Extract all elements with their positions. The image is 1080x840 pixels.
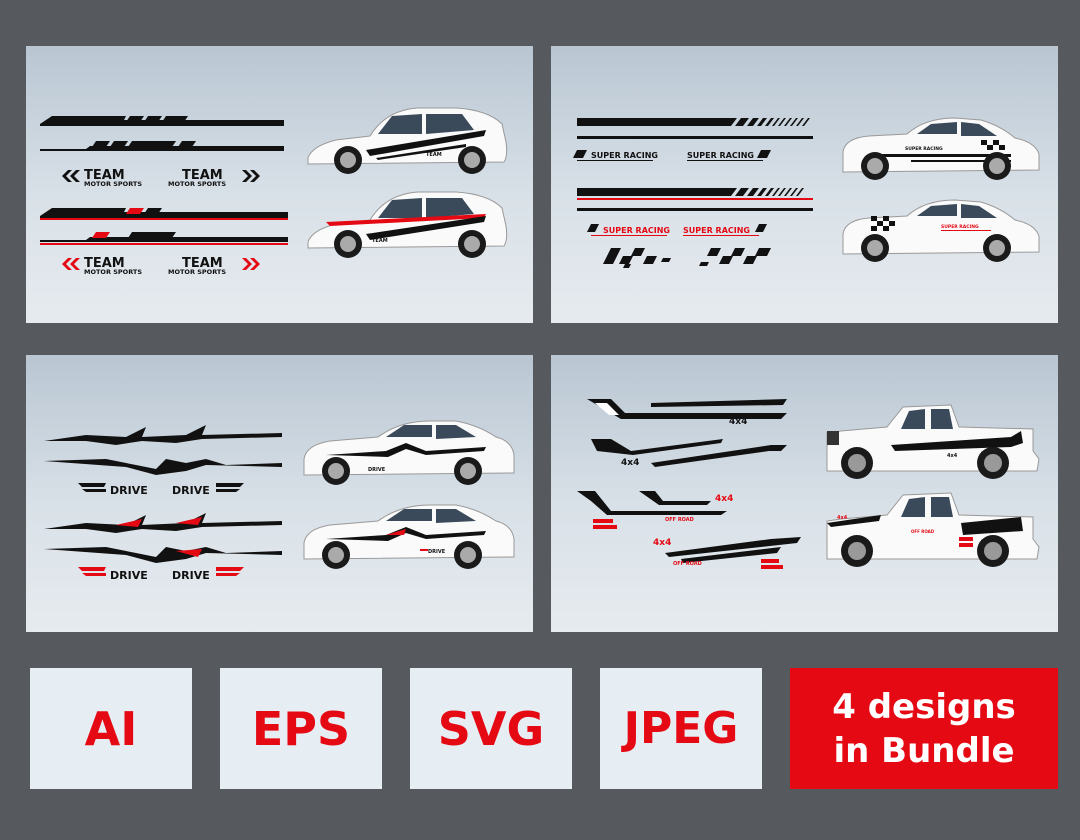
checkered-flag-right [699, 248, 771, 266]
drive-panel: DRIVE DRIVE DRIVE DRIVE DRIVE DRIVE [26, 355, 533, 632]
racing-label-black: SUPER RACING SUPER RACING [573, 150, 771, 161]
truck-offroad-label: 4x4 [947, 453, 958, 459]
bundle-label: 4 designs in Bundle [832, 686, 1016, 771]
racing-label: SUPER RACING [603, 226, 670, 235]
tribal-stripes-black [44, 425, 282, 475]
car-racing-label: SUPER RACING [941, 224, 979, 230]
team-logo-red-1: TEAM MOTOR SPORTS [62, 256, 142, 276]
team-logo-black-2: TEAM MOTOR SPORTS [168, 168, 260, 188]
sedan-car-black-decal: DRIVE [303, 420, 515, 485]
offroad-decal-artwork: 4x4 4x4 4x4 OFF ROAD 4x4 OFF ROAD 4x4 4x… [577, 399, 1040, 569]
drive-decal-artwork: DRIVE DRIVE DRIVE DRIVE DRIVE DRIVE [44, 420, 515, 582]
offroad-sublabel: OFF ROAD [673, 561, 702, 567]
racing-red-stripes [577, 188, 813, 211]
drive-logo-red: DRIVE DRIVE [78, 567, 244, 582]
offroad-stripes-red: 4x4 OFF ROAD 4x4 OFF ROAD [577, 491, 801, 569]
team-logo-black-1: TEAM MOTOR SPORTS [62, 168, 142, 188]
car-team-label: TEAM [372, 238, 388, 244]
racing-label: SUPER RACING [683, 226, 750, 235]
racing-decal-artwork: SUPER RACING SUPER RACING SUPER RACING S… [573, 117, 1040, 268]
red-stripe-set [40, 208, 288, 245]
format-card-eps: EPS [220, 668, 382, 789]
racing-black-stripes [577, 118, 813, 139]
format-card-jpeg: JPEG [600, 668, 762, 789]
car-racing-label: SUPER RACING [905, 146, 943, 152]
hatchback-car-black-decal: TEAM [307, 107, 508, 174]
car-drive-label: DRIVE [368, 467, 386, 473]
racing-label-red: SUPER RACING SUPER RACING [587, 224, 767, 236]
team-title: TEAM [84, 168, 125, 183]
car-drive-label: DRIVE [428, 549, 446, 555]
drive-logo-black: DRIVE DRIVE [78, 483, 244, 497]
offroad-label: 4x4 [653, 538, 671, 548]
offroad-stripes-black: 4x4 4x4 [587, 399, 787, 468]
pickup-truck-black-decal: 4x4 [826, 404, 1040, 479]
team-motorsports-panel: TEAM MOTOR SPORTS TEAM MOTOR SPORTS TEAM… [26, 46, 533, 323]
format-label: EPS [251, 701, 351, 756]
drive-label: DRIVE [110, 569, 148, 582]
coupe-car-red-decal: SUPER RACING [842, 199, 1040, 262]
pickup-truck-red-decal: 4x4 OFF ROAD [826, 492, 1040, 567]
offroad-label: 4x4 [621, 458, 639, 468]
team-subtitle: MOTOR SPORTS [168, 180, 226, 188]
format-label: AI [84, 701, 138, 756]
hatchback-car-red-decal: TEAM [307, 191, 508, 258]
drive-label: DRIVE [110, 484, 148, 497]
checkered-flag-left [603, 248, 671, 268]
team-decal-artwork: TEAM MOTOR SPORTS TEAM MOTOR SPORTS TEAM… [40, 107, 508, 276]
drive-label: DRIVE [172, 484, 210, 497]
black-stripe-set [40, 116, 284, 151]
offroad-sublabel: OFF ROAD [665, 517, 694, 523]
truck-offroad-sublabel: OFF ROAD [911, 529, 935, 534]
format-card-ai: AI [30, 668, 192, 789]
racing-label: SUPER RACING [687, 151, 754, 160]
offroad-label: 4x4 [729, 417, 747, 427]
offroad-label: 4x4 [715, 494, 733, 504]
team-title: TEAM [182, 256, 223, 271]
offroad-panel: 4x4 4x4 4x4 OFF ROAD 4x4 OFF ROAD 4x4 4x… [551, 355, 1058, 632]
team-title: TEAM [84, 256, 125, 271]
tribal-stripes-red [44, 513, 282, 563]
bundle-badge: 4 designs in Bundle [790, 668, 1058, 789]
racing-label: SUPER RACING [591, 151, 658, 160]
truck-offroad-label: 4x4 [837, 515, 848, 521]
format-label: SVG [437, 701, 545, 756]
format-card-svg: SVG [410, 668, 572, 789]
team-logo-red-2: TEAM MOTOR SPORTS [168, 256, 260, 276]
team-subtitle: MOTOR SPORTS [84, 268, 142, 276]
team-subtitle: MOTOR SPORTS [84, 180, 142, 188]
sedan-car-red-decal: DRIVE [303, 504, 515, 569]
team-subtitle: MOTOR SPORTS [168, 268, 226, 276]
drive-label: DRIVE [172, 569, 210, 582]
coupe-car-black-decal: SUPER RACING [842, 117, 1040, 180]
super-racing-panel: SUPER RACING SUPER RACING SUPER RACING S… [551, 46, 1058, 323]
format-label: JPEG [623, 703, 739, 754]
team-title: TEAM [182, 168, 223, 183]
car-team-label: TEAM [426, 152, 442, 158]
